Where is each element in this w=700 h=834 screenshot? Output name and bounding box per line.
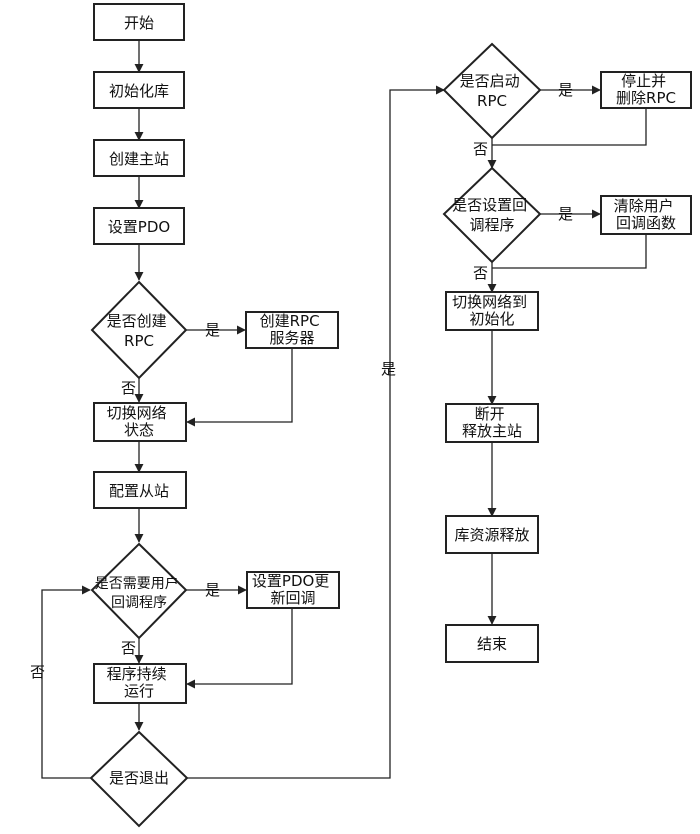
label-q-create-rpc-line-2: RPC — [124, 332, 154, 350]
node-end — [445, 624, 539, 663]
node-create-rpc-server — [245, 311, 339, 349]
label-program-run-line-2: 运行 — [124, 682, 154, 700]
node-switch-net-state — [93, 402, 187, 442]
label-init-lib: 初始化库 — [109, 82, 169, 100]
edge-label-create-rpc-no: 否 — [121, 379, 136, 397]
label-start: 开始 — [124, 14, 154, 32]
node-init-lib — [93, 71, 185, 109]
label-create-master-line-1: 创建主站 — [109, 150, 169, 168]
edge-label-cb-set-yes: 是 — [558, 205, 573, 223]
edge-stop-rpc-merge — [492, 108, 647, 146]
edge-label-exit-yes: 是 — [381, 360, 396, 378]
node-stop-delete-rpc — [600, 71, 692, 109]
label-q-callback-set-line-2: 调程序 — [469, 216, 514, 234]
label-q-create-rpc-line-1: 是否创建 — [107, 312, 167, 330]
label-disconnect-release-line-1: 断开 — [475, 405, 505, 423]
label-set-pdo-update-cb-line-1: 设置PDO更 — [252, 572, 329, 590]
label-q-need-callback-line-2: 回调程序 — [111, 595, 167, 611]
node-switch-net-init — [445, 291, 539, 331]
label-disconnect-release-line-2: 释放主站 — [462, 422, 522, 440]
node-q-rpc-started — [442, 42, 542, 140]
label-switch-net-init-line-1: 切换网络到 — [452, 293, 527, 311]
label-set-pdo-update-cb: 设置PDO更 新回调 — [252, 572, 334, 607]
label-end: 结束 — [477, 635, 507, 653]
label-clear-user-cb-line-2: 回调函数 — [616, 214, 676, 232]
label-program-run: 程序持续 运行 — [107, 665, 172, 700]
node-start — [93, 3, 185, 41]
label-q-callback-set: 是否设置回 调程序 — [452, 196, 532, 234]
label-switch-net-init-line-2: 初始化 — [469, 310, 514, 328]
label-stop-delete-rpc-line-2: 删除RPC — [616, 89, 676, 107]
node-disconnect-release — [445, 403, 539, 443]
edge-label-exit-no: 否 — [30, 663, 45, 681]
label-q-exit-line-1: 是否退出 — [109, 769, 169, 787]
node-create-master — [93, 139, 185, 177]
edge-label-need-cb-no: 否 — [121, 639, 136, 657]
label-q-rpc-started-line-1: 是否启动 — [460, 72, 520, 90]
label-release-lib: 库资源释放 — [454, 526, 529, 544]
label-disconnect-release: 断开 释放主站 — [462, 405, 522, 440]
label-q-need-callback: 是否需要用户 回调程序 — [95, 575, 183, 611]
edge-rpc-server-merge — [186, 348, 293, 427]
node-q-callback-set — [442, 166, 542, 264]
node-program-run — [93, 663, 187, 704]
edge-label-need-cb-yes: 是 — [205, 581, 220, 599]
edge-pdo-cb-merge — [186, 608, 293, 689]
label-set-pdo-update-cb-line-2: 新回调 — [270, 589, 315, 607]
label-config-slave-line-1: 配置从站 — [109, 482, 169, 500]
edge-q-exit-yes — [187, 85, 445, 779]
label-switch-net-init: 切换网络到 初始化 — [452, 293, 532, 328]
node-q-need-callback — [90, 542, 188, 640]
node-config-slave — [93, 471, 187, 509]
label-q-rpc-started: 是否启动 RPC — [460, 72, 525, 110]
edge-label-cb-set-no: 否 — [473, 264, 488, 282]
label-stop-delete-rpc: 停止并 删除RPC — [616, 72, 676, 107]
node-set-pdo-update-cb — [246, 571, 340, 609]
label-stop-delete-rpc-line-1: 停止并 — [621, 72, 666, 90]
label-program-run-line-1: 程序持续 — [107, 665, 167, 683]
edges — [41, 40, 647, 779]
edge-labels: 是 否 是 否 否 是 是 否 是 否 — [30, 81, 573, 681]
node-clear-user-cb — [600, 195, 692, 235]
label-q-callback-set-line-1: 是否设置回 — [452, 196, 527, 214]
node-q-create-rpc — [90, 280, 188, 380]
edge-label-create-rpc-yes: 是 — [205, 321, 220, 339]
edge-clear-cb-merge — [492, 234, 647, 269]
node-labels: 开始 初始化库 创建主站 设置PDO 是否创建 RPC 创建RPC 服务器 切换… — [95, 14, 679, 787]
nodes — [89, 3, 692, 828]
label-init-lib-line-1: 初始化库 — [109, 82, 169, 100]
edge-q-exit-no-loop — [41, 585, 91, 779]
label-switch-net-state-line-2: 状态 — [124, 421, 154, 439]
label-start-line-1: 开始 — [124, 14, 154, 32]
label-switch-net-state-line-1: 切换网络 — [107, 404, 167, 422]
label-q-exit: 是否退出 — [109, 769, 169, 787]
edge-label-rpc-started-no: 否 — [473, 140, 488, 158]
node-q-exit — [89, 730, 189, 828]
label-config-slave: 配置从站 — [109, 482, 169, 500]
label-q-rpc-started-line-2: RPC — [477, 92, 507, 110]
label-switch-net-state: 切换网络 状态 — [107, 404, 172, 439]
node-set-pdo — [93, 207, 185, 245]
label-create-master: 创建主站 — [109, 150, 169, 168]
label-release-lib-line-1: 库资源释放 — [454, 526, 529, 544]
label-set-pdo: 设置PDO — [108, 218, 170, 236]
edge-label-rpc-started-yes: 是 — [558, 81, 573, 99]
label-create-rpc-server: 创建RPC 服务器 — [260, 312, 325, 347]
node-release-lib — [445, 515, 539, 554]
label-create-rpc-server-line-2: 服务器 — [269, 329, 314, 347]
label-create-rpc-server-line-1: 创建RPC — [260, 312, 320, 330]
label-clear-user-cb-line-1: 清除用户 — [614, 197, 674, 215]
label-set-pdo-line-1: 设置PDO — [108, 218, 170, 236]
label-q-create-rpc: 是否创建 RPC — [107, 312, 172, 350]
label-q-need-callback-line-1: 是否需要用户 — [95, 575, 179, 592]
label-end-line-1: 结束 — [477, 635, 507, 653]
label-clear-user-cb: 清除用户 回调函数 — [614, 197, 679, 232]
